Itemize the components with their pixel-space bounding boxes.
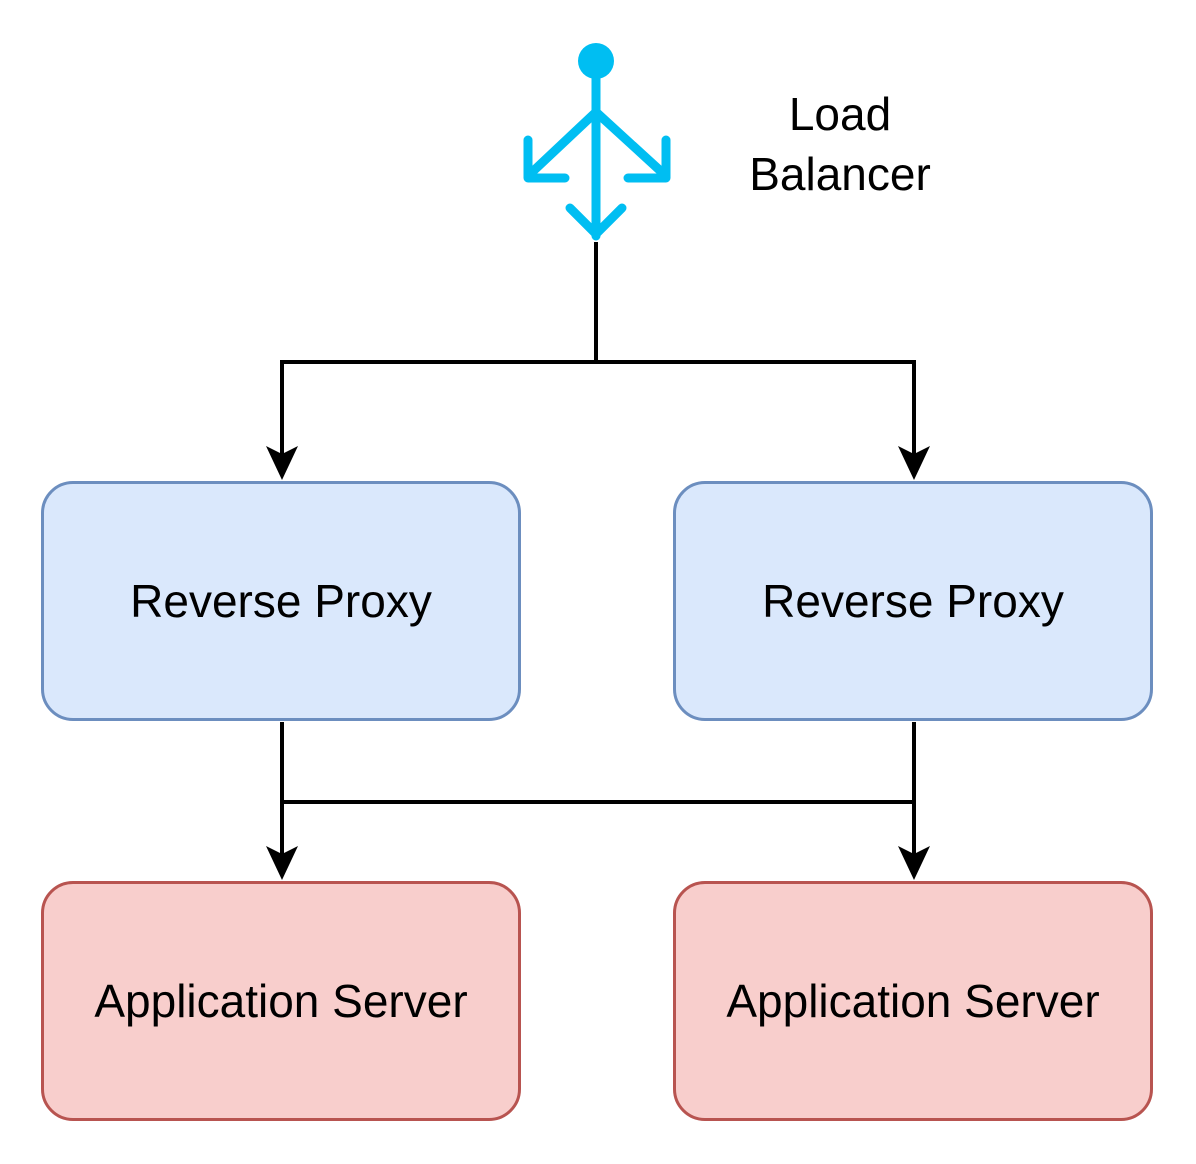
application-server-box-right: Application Server <box>673 881 1153 1121</box>
reverse-proxy-label: Reverse Proxy <box>130 575 432 627</box>
reverse-proxy-box-left: Reverse Proxy <box>41 481 521 721</box>
application-server-label: Application Server <box>94 975 468 1027</box>
reverse-proxy-box-right: Reverse Proxy <box>673 481 1153 721</box>
proxies-to-apps-connector <box>280 722 916 855</box>
application-server-box-left: Application Server <box>41 881 521 1121</box>
reverse-proxy-label: Reverse Proxy <box>762 575 1064 627</box>
arrowhead-app-right <box>898 846 930 880</box>
load-balancer-label: Load Balancer <box>740 84 940 204</box>
load-balancer-label-line2: Balancer <box>749 148 931 200</box>
arrowhead-proxy-right <box>898 446 930 480</box>
load-balancer-label-line1: Load <box>788 88 892 140</box>
application-server-label: Application Server <box>726 975 1100 1027</box>
lb-to-proxies-connector <box>280 242 916 455</box>
arrowhead-proxy-left <box>266 446 298 480</box>
arrowhead-app-left <box>266 846 298 880</box>
load-balancer-icon <box>523 43 671 241</box>
